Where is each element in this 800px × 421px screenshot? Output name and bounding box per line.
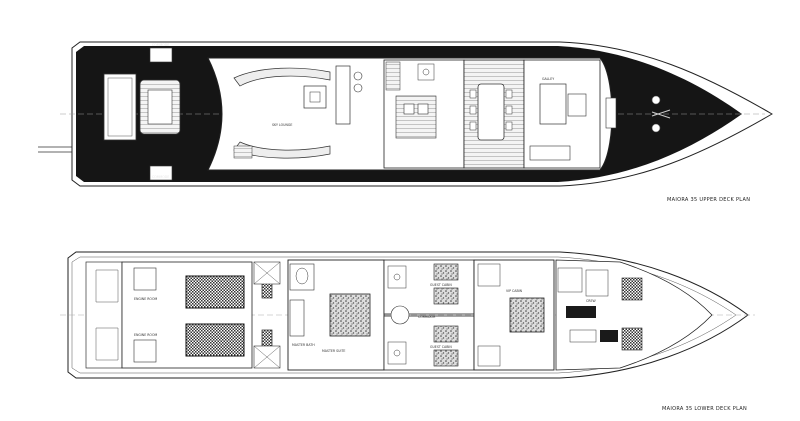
lower-guest-bed [433, 349, 459, 367]
lower-garage-bay [95, 327, 119, 361]
upper-aft-stair [149, 165, 173, 181]
lower-stern-garage [85, 261, 123, 369]
upper-foredeck-box [605, 97, 617, 129]
lower-corridor-label: CORRIDOR [418, 315, 436, 319]
upper-dining-chair [505, 121, 513, 131]
lower-wc-icon [393, 273, 401, 281]
upper-dining-chair [469, 89, 477, 99]
lower-crew-bunk [569, 329, 597, 343]
lower-crew-equipment [600, 330, 618, 342]
lower-crew-mess [566, 306, 596, 318]
upper-dining-table [477, 83, 505, 141]
lower-master-bed [329, 293, 371, 337]
upper-aft-stair [149, 47, 173, 63]
upper-sofa-curve [233, 141, 331, 159]
upper-aft-sunpad-inner [107, 77, 133, 137]
upper-coffee-table-inner [309, 91, 321, 103]
lower-master-bath-label: MASTER BATH [292, 343, 315, 347]
upper-dining-chair [505, 105, 513, 115]
upper-aft-sunpad [103, 73, 137, 141]
lower-master-bath [289, 263, 315, 291]
upper-bar-stool [353, 71, 363, 81]
lower-generator [133, 339, 157, 363]
lower-bathtub [295, 267, 309, 285]
upper-helm-seat [417, 103, 429, 115]
upper-side-stair [233, 145, 253, 159]
lower-guest-head [387, 265, 407, 289]
lower-gearbox [261, 281, 273, 299]
upper-day-head [417, 63, 435, 81]
upper-bar-counter [335, 65, 351, 125]
upper-dining-chair [505, 89, 513, 99]
upper-aft-label-bottom: COMMODE [152, 175, 169, 179]
lower-deck-caption: MAIORA 35 LOWER DECK PLAN [662, 406, 748, 412]
lower-deck-plan: ENGINE ROOM ENGINE ROOM MASTER SUITE MAS… [60, 251, 755, 379]
upper-deck-caption: MAIORA 35 UPPER DECK PLAN [667, 197, 751, 203]
upper-interior-stair [385, 61, 401, 91]
upper-galley-counter [567, 93, 587, 117]
upper-aft-table-top [147, 89, 173, 125]
lower-vip-label: VIP CABIN [506, 289, 523, 293]
upper-dining-chair [469, 105, 477, 115]
upper-windlass [651, 123, 661, 133]
upper-anchor-chain [651, 109, 671, 117]
upper-helm-floor [395, 95, 437, 139]
lower-guest-label-2: GUEST CABIN [430, 345, 452, 349]
lower-vip-head [477, 263, 501, 287]
lower-guest-bed [433, 263, 459, 281]
upper-helm-seat [403, 103, 415, 115]
lower-master-vanity [289, 299, 305, 337]
lower-crew-cabin [557, 267, 583, 293]
upper-galley-counter [529, 145, 571, 161]
upper-galley-label: GALLEY [542, 77, 554, 81]
lower-engine-port [185, 323, 245, 357]
upper-saloon-label: SKY LOUNGE [272, 123, 292, 127]
upper-aft-label-top: COMMODE [152, 43, 169, 47]
lower-vip-head [477, 345, 501, 367]
lower-generator [133, 267, 157, 291]
upper-coffee-table [303, 85, 327, 109]
lower-wc-icon [393, 349, 401, 357]
lower-crew-bed [621, 327, 643, 351]
lower-engine-label-top: ENGINE ROOM [134, 297, 157, 301]
lower-engine-label-bottom: ENGINE ROOM [134, 333, 157, 337]
lower-guest-head [387, 341, 407, 365]
lower-guest-bed [433, 287, 459, 305]
upper-wc-icon [422, 68, 430, 76]
upper-galley-island [539, 83, 567, 125]
upper-deck-plan: COMMODE COMMODE SKY LOUNGE [38, 41, 773, 187]
lower-garage-bay [95, 269, 119, 303]
upper-sofa-curve [233, 67, 331, 87]
upper-bar-stool [353, 83, 363, 93]
lower-guest-bed [433, 325, 459, 343]
upper-windlass [651, 95, 661, 105]
lower-vip-bed [509, 297, 545, 333]
lower-master-label: MASTER SUITE [322, 349, 345, 353]
lower-guest-label-1: GUEST CABIN [430, 283, 452, 287]
upper-dining-chair [469, 121, 477, 131]
upper-anchor-chain [651, 111, 671, 119]
lower-tank-cross [253, 261, 281, 285]
lower-engine-starboard [185, 275, 245, 309]
lower-crew-bed [621, 277, 643, 301]
lower-tank-cross [253, 345, 281, 369]
lower-spiral-stair [390, 305, 410, 325]
lower-gearbox [261, 329, 273, 347]
lower-crew-cabin [585, 269, 609, 297]
lower-crew-label: CREW [586, 299, 596, 303]
